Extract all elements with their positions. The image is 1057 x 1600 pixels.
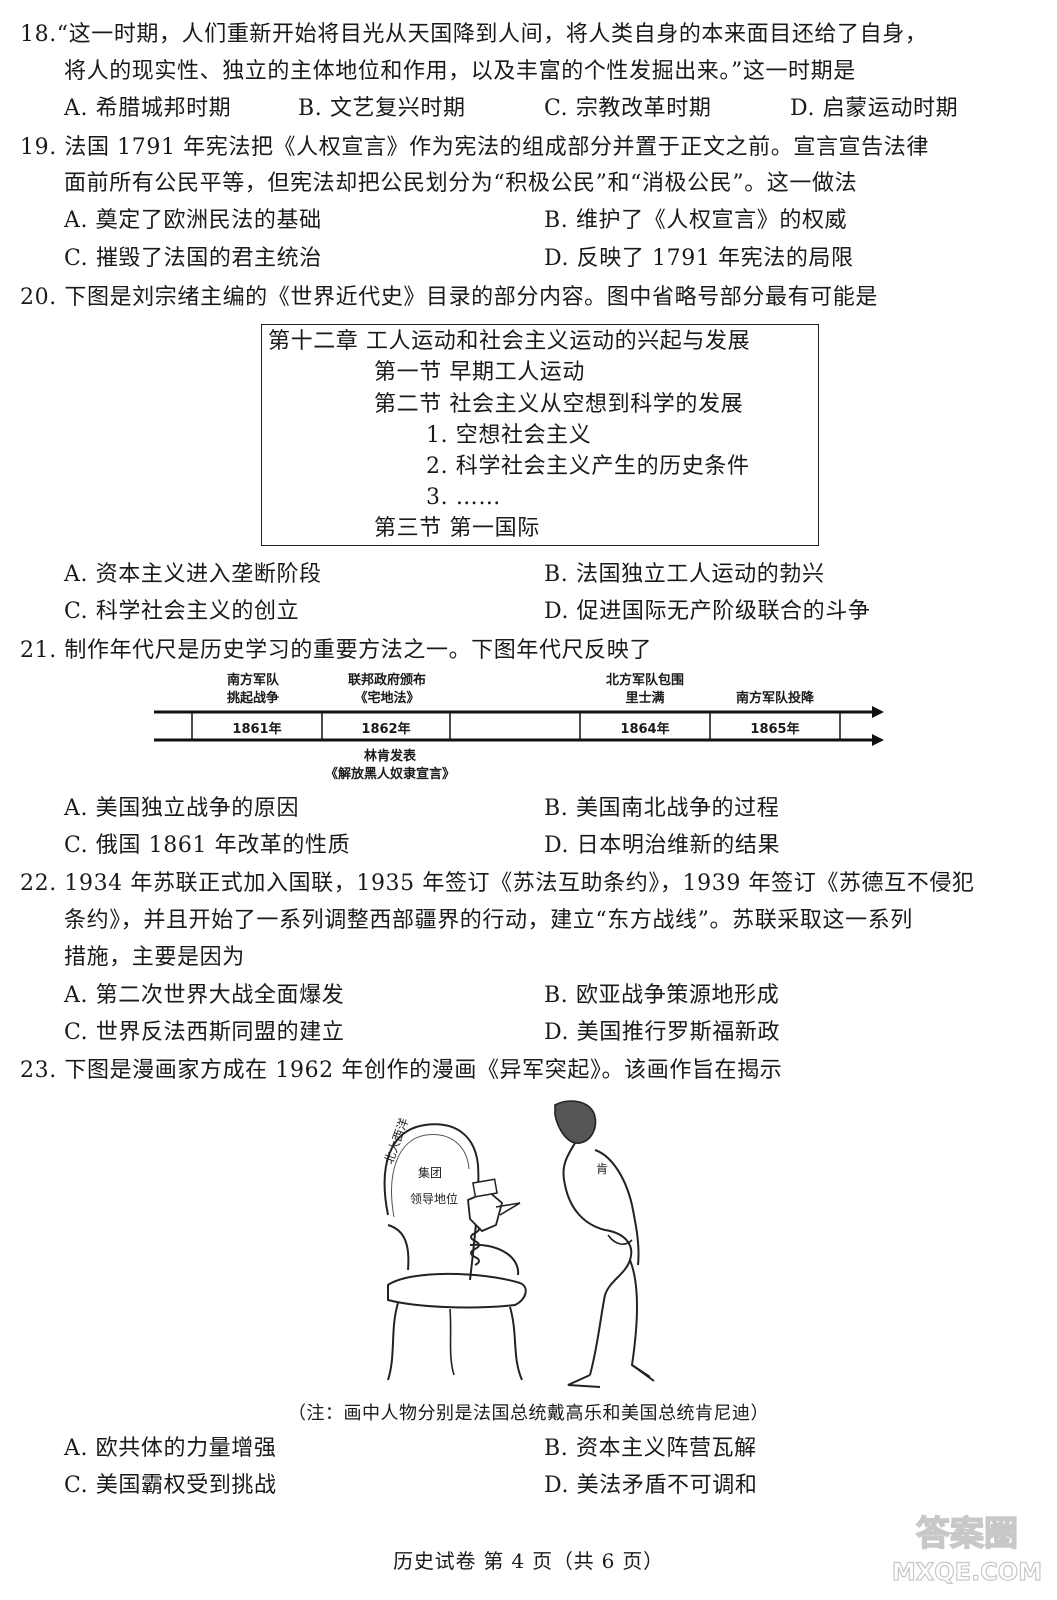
q19-stem-line2: 面前所有公民平等，但宪法却把公民划分为“积极公民”和“消极公民”。这一做法 (64, 171, 858, 196)
timeline-year-1864: 1864年 (620, 722, 670, 737)
cartoon-caption: （注：画中人物分别是法国总统戴高乐和美国总统肯尼迪） (288, 1403, 769, 1424)
q21-option-c: C. 俄国 1861 年改革的性质 (64, 833, 351, 858)
svg-text:集团: 集团 (418, 1165, 442, 1180)
q22-option-c: C. 世界反法西斯同盟的建立 (64, 1020, 345, 1045)
q20-option-d: D. 促进国际无产阶级联合的斗争 (544, 599, 871, 624)
q22-stem-line1: 22. 1934 年苏联正式加入国联，1935 年签订《苏法互助条约》，1939… (20, 871, 975, 896)
timeline-label-1864: 北方军队包围 里士满 (605, 673, 684, 706)
standing-figure (554, 1100, 597, 1144)
q22-option-b: B. 欧亚战争策源地形成 (544, 983, 780, 1008)
q20-option-a: A. 资本主义进入垄断阶段 (64, 562, 322, 587)
svg-text:答案圈: 答案圈 (916, 1514, 1018, 1554)
toc-section-2: 第二节 社会主义从空想到科学的发展 (374, 392, 744, 417)
timeline-label-1865: 南方军队投降 (735, 691, 814, 706)
timeline-label-1862: 联邦政府颁布 《宅地法》 (347, 673, 426, 706)
toc-item-1: 1. 空想社会主义 (426, 423, 592, 448)
q21-option-d: D. 日本明治维新的结果 (544, 833, 781, 858)
q22-stem-line3: 措施，主要是因为 (64, 945, 245, 970)
svg-text:北大西洋: 北大西洋 (381, 1116, 412, 1166)
timeline-diagram (154, 706, 884, 746)
page-footer: 历史试卷 第 4 页（共 6 页） (393, 1549, 664, 1573)
q19-option-b: B. 维护了《人权宣言》的权威 (544, 208, 848, 233)
q22-option-a: A. 第二次世界大战全面爆发 (64, 983, 345, 1008)
table-of-contents-box (261, 324, 819, 546)
q19-option-a: A. 奠定了欧洲民法的基础 (64, 208, 322, 233)
toc-item-3: 3. …… (426, 485, 501, 510)
q18-option-a: A. 希腊城邦时期 (64, 96, 232, 121)
toc-chapter: 第十二章 工人运动和社会主义运动的兴起与发展 (268, 329, 751, 354)
toc-section-3: 第三节 第一国际 (374, 516, 540, 541)
q21-option-b: B. 美国南北战争的过程 (544, 796, 780, 821)
q23-option-c: C. 美国霸权受到挑战 (64, 1473, 277, 1498)
q18-option-b: B. 文艺复兴时期 (298, 96, 466, 121)
watermark-logo: 答案圈 MXQE.COM (891, 1513, 1042, 1586)
svg-text:MXQE.COM: MXQE.COM (892, 1558, 1042, 1586)
q21-option-a: A. 美国独立战争的原因 (64, 796, 300, 821)
q23-stem: 23. 下图是漫画家方成在 1962 年创作的漫画《异军突起》。该画作旨在揭示 (20, 1058, 783, 1083)
timeline-year-1865: 1865年 (750, 722, 800, 737)
q18-option-d: D. 启蒙运动时期 (790, 96, 959, 121)
q20-stem: 20. 下图是刘宗绪主编的《世界近代史》目录的部分内容。图中省略号部分最有可能是 (20, 285, 878, 310)
cartoon-illustration: 北大西洋 集团 领导地位 肯 (381, 1100, 655, 1388)
q23-option-a: A. 欧共体的力量增强 (64, 1436, 277, 1461)
toc-section-1: 第一节 早期工人运动 (374, 360, 585, 385)
q23-option-d: D. 美法矛盾不可调和 (544, 1473, 758, 1498)
q19-option-d: D. 反映了 1791 年宪法的局限 (544, 246, 854, 271)
toc-item-2: 2. 科学社会主义产生的历史条件 (426, 454, 750, 479)
q18-option-c: C. 宗教改革时期 (544, 96, 712, 121)
spring-icon (470, 1224, 480, 1266)
q22-stem-line2: 条约》，并且开始了一系列调整西部疆界的行动，建立“东方战线”。苏联采取这一系列 (64, 908, 913, 933)
q23-option-b: B. 资本主义阵营瓦解 (544, 1436, 757, 1461)
q20-option-b: B. 法国独立工人运动的勃兴 (544, 562, 825, 587)
timeline-year-1862: 1862年 (361, 722, 411, 737)
svg-text:领导地位: 领导地位 (410, 1191, 458, 1206)
q22-option-d: D. 美国推行罗斯福新政 (544, 1020, 781, 1045)
q18-stem-line2: 将人的现实性、独立的主体地位和作用，以及丰富的个性发掘出来。”这一时期是 (64, 59, 856, 84)
q18-stem-line1: 18.“这一时期，人们重新开始将目光从天国降到人间，将人类自身的本来面目还给了自… (20, 22, 928, 47)
timeline-year-1861: 1861年 (232, 722, 282, 737)
q21-stem: 21. 制作年代尺是历史学习的重要方法之一。下图年代尺反映了 (20, 638, 652, 663)
q19-option-c: C. 摧毁了法国的君主统治 (64, 246, 322, 271)
timeline-bottom-label: 林肯发表 《解放黑人奴隶宣言》 (324, 749, 455, 782)
timeline-label-1861: 南方军队 挑起战争 (226, 673, 279, 706)
q19-stem-line1: 19. 法国 1791 年宪法把《人权宣言》作为宪法的组成部分并置于正文之前。宣… (20, 135, 929, 160)
svg-text:肯: 肯 (596, 1162, 608, 1176)
q20-option-c: C. 科学社会主义的创立 (64, 599, 300, 624)
